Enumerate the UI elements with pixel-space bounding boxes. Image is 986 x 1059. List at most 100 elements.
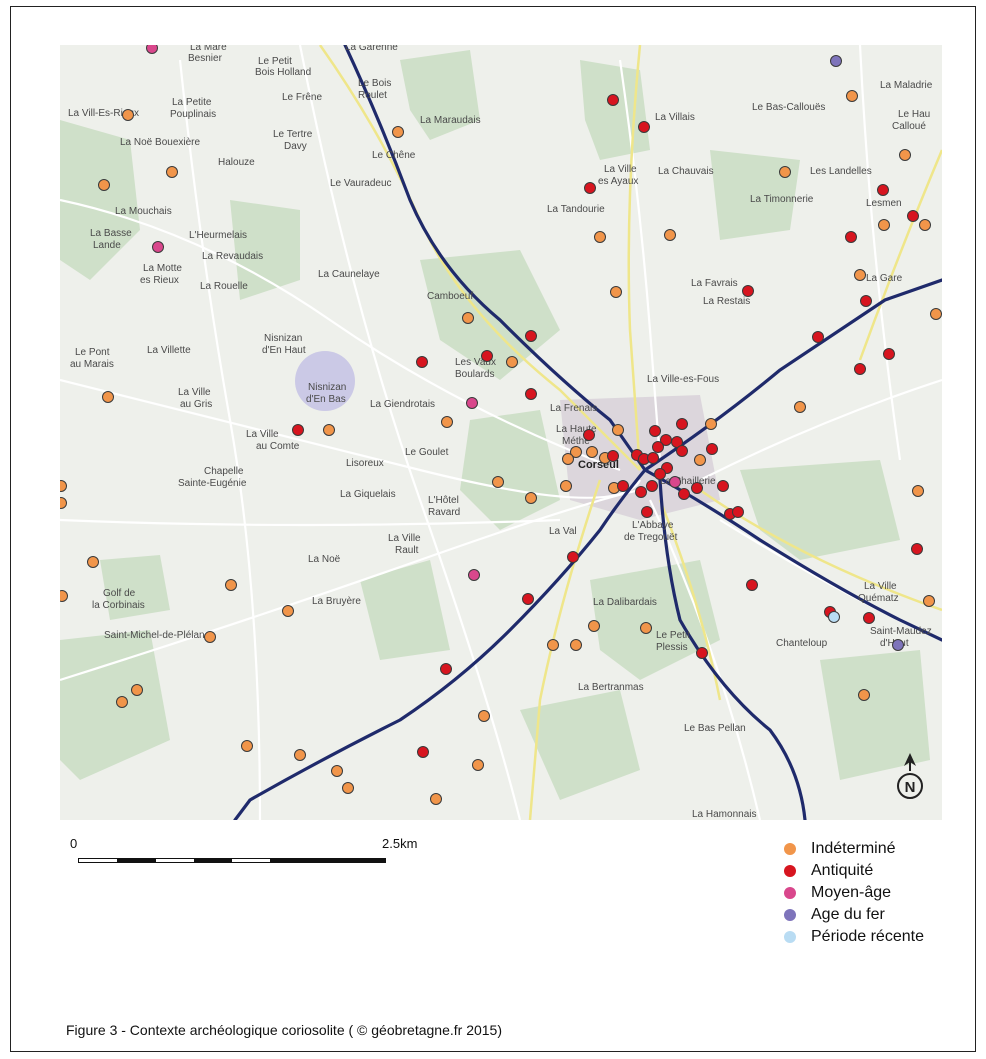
site-marker-antiquite[interactable] <box>812 331 824 343</box>
site-marker-indetermine[interactable] <box>60 480 67 492</box>
site-marker-antiquite[interactable] <box>671 436 683 448</box>
site-marker-moyen-age[interactable] <box>146 45 158 54</box>
site-marker-antiquite[interactable] <box>583 429 595 441</box>
site-marker-indetermine[interactable] <box>794 401 806 413</box>
site-marker-indetermine[interactable] <box>547 639 559 651</box>
site-marker-antiquite[interactable] <box>696 647 708 659</box>
site-marker-indetermine[interactable] <box>282 605 294 617</box>
site-marker-indetermine[interactable] <box>612 424 624 436</box>
site-marker-indetermine[interactable] <box>705 418 717 430</box>
site-marker-indetermine[interactable] <box>472 759 484 771</box>
site-marker-indetermine[interactable] <box>294 749 306 761</box>
site-marker-indetermine[interactable] <box>664 229 676 241</box>
site-marker-antiquite[interactable] <box>911 543 923 555</box>
site-marker-indetermine[interactable] <box>478 710 490 722</box>
site-marker-antiquite[interactable] <box>417 746 429 758</box>
site-marker-antiquite[interactable] <box>649 425 661 437</box>
site-marker-antiquite[interactable] <box>691 482 703 494</box>
site-marker-antiquite[interactable] <box>907 210 919 222</box>
site-marker-indetermine[interactable] <box>225 579 237 591</box>
site-marker-antiquite[interactable] <box>845 231 857 243</box>
site-marker-indetermine[interactable] <box>506 356 518 368</box>
site-marker-antiquite[interactable] <box>883 348 895 360</box>
site-marker-indetermine[interactable] <box>562 453 574 465</box>
site-marker-age-du-fer[interactable] <box>892 639 904 651</box>
map[interactable]: La Mare Besnier La Garenne Le Petit Bois… <box>60 45 942 820</box>
site-marker-indetermine[interactable] <box>392 126 404 138</box>
site-marker-antiquite[interactable] <box>522 593 534 605</box>
site-marker-indetermine[interactable] <box>462 312 474 324</box>
site-marker-antiquite[interactable] <box>742 285 754 297</box>
site-marker-moyen-age[interactable] <box>466 397 478 409</box>
site-marker-indetermine[interactable] <box>640 622 652 634</box>
site-marker-antiquite[interactable] <box>732 506 744 518</box>
site-marker-indetermine[interactable] <box>131 684 143 696</box>
site-marker-antiquite[interactable] <box>525 330 537 342</box>
site-marker-antiquite[interactable] <box>706 443 718 455</box>
site-marker-indetermine[interactable] <box>846 90 858 102</box>
site-marker-moyen-age[interactable] <box>468 569 480 581</box>
site-marker-indetermine[interactable] <box>912 485 924 497</box>
site-marker-indetermine[interactable] <box>779 166 791 178</box>
site-marker-antiquite[interactable] <box>607 450 619 462</box>
site-marker-indetermine[interactable] <box>98 179 110 191</box>
site-marker-antiquite[interactable] <box>567 551 579 563</box>
site-marker-antiquite[interactable] <box>652 441 664 453</box>
site-marker-indetermine[interactable] <box>610 286 622 298</box>
site-marker-antiquite[interactable] <box>638 121 650 133</box>
site-marker-indetermine[interactable] <box>492 476 504 488</box>
site-marker-indetermine[interactable] <box>323 424 335 436</box>
site-marker-antiquite[interactable] <box>584 182 596 194</box>
site-marker-indetermine[interactable] <box>60 497 67 509</box>
site-marker-antiquite[interactable] <box>635 486 647 498</box>
site-marker-indetermine[interactable] <box>60 590 68 602</box>
site-marker-indetermine[interactable] <box>241 740 253 752</box>
site-marker-antiquite[interactable] <box>641 506 653 518</box>
site-marker-antiquite[interactable] <box>617 480 629 492</box>
site-marker-antiquite[interactable] <box>525 388 537 400</box>
site-marker-indetermine[interactable] <box>858 689 870 701</box>
site-marker-antiquite[interactable] <box>863 612 875 624</box>
site-marker-indetermine[interactable] <box>919 219 931 231</box>
site-marker-indetermine[interactable] <box>899 149 911 161</box>
site-marker-indetermine[interactable] <box>930 308 942 320</box>
site-marker-antiquite[interactable] <box>717 480 729 492</box>
site-marker-antiquite[interactable] <box>416 356 428 368</box>
site-marker-indetermine[interactable] <box>166 166 178 178</box>
site-marker-indetermine[interactable] <box>588 620 600 632</box>
site-marker-indetermine[interactable] <box>570 639 582 651</box>
site-marker-indetermine[interactable] <box>87 556 99 568</box>
site-marker-indetermine[interactable] <box>441 416 453 428</box>
site-marker-antiquite[interactable] <box>654 468 666 480</box>
site-marker-moyen-age[interactable] <box>669 476 681 488</box>
site-marker-indetermine[interactable] <box>204 631 216 643</box>
site-marker-antiquite[interactable] <box>676 445 688 457</box>
site-marker-indetermine[interactable] <box>560 480 572 492</box>
site-marker-indetermine[interactable] <box>525 492 537 504</box>
site-marker-antiquite[interactable] <box>607 94 619 106</box>
site-marker-antiquite[interactable] <box>481 350 493 362</box>
site-marker-indetermine[interactable] <box>342 782 354 794</box>
site-marker-antiquite[interactable] <box>746 579 758 591</box>
site-marker-indetermine[interactable] <box>878 219 890 231</box>
site-marker-age-du-fer[interactable] <box>830 55 842 67</box>
site-marker-antiquite[interactable] <box>676 418 688 430</box>
site-marker-antiquite[interactable] <box>877 184 889 196</box>
site-marker-antiquite[interactable] <box>854 363 866 375</box>
site-marker-indetermine[interactable] <box>854 269 866 281</box>
site-marker-antiquite[interactable] <box>292 424 304 436</box>
site-marker-periode-recente[interactable] <box>828 611 840 623</box>
site-marker-antiquite[interactable] <box>860 295 872 307</box>
site-marker-indetermine[interactable] <box>122 109 134 121</box>
site-marker-indetermine[interactable] <box>923 595 935 607</box>
site-marker-indetermine[interactable] <box>594 231 606 243</box>
site-marker-antiquite[interactable] <box>647 452 659 464</box>
site-marker-indetermine[interactable] <box>586 446 598 458</box>
site-marker-indetermine[interactable] <box>430 793 442 805</box>
site-marker-indetermine[interactable] <box>570 446 582 458</box>
site-marker-indetermine[interactable] <box>694 454 706 466</box>
site-marker-indetermine[interactable] <box>116 696 128 708</box>
site-marker-indetermine[interactable] <box>331 765 343 777</box>
site-marker-indetermine[interactable] <box>102 391 114 403</box>
site-marker-antiquite[interactable] <box>646 480 658 492</box>
